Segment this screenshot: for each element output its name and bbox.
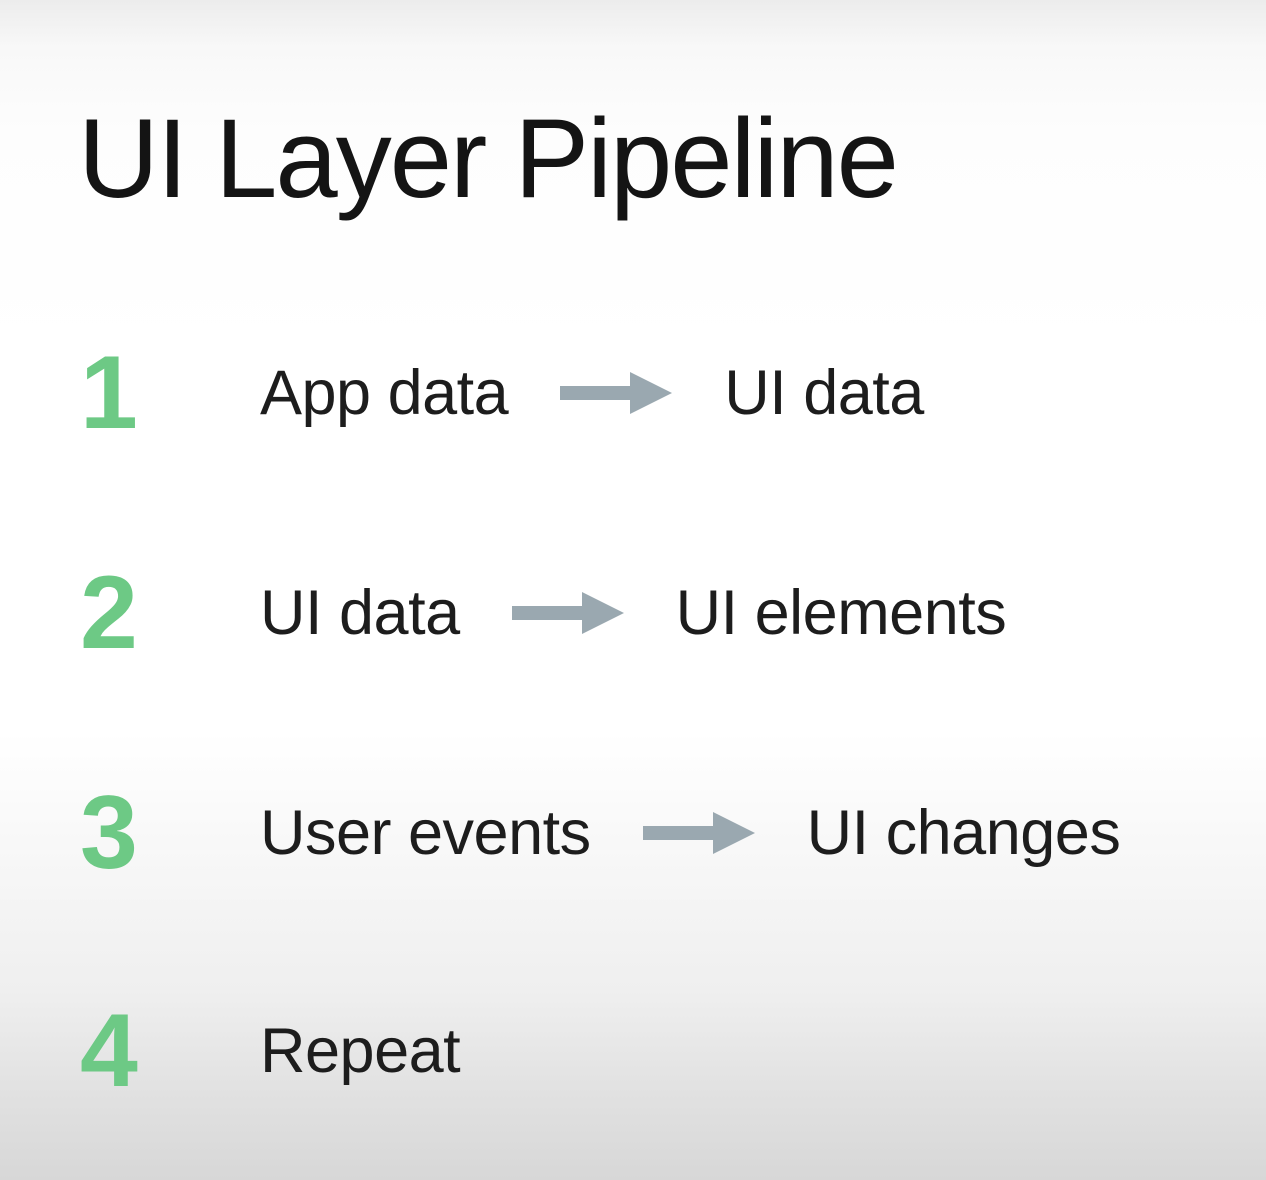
pipeline-step-2: 2 UI data UI elements: [80, 550, 1266, 676]
step-source-label: UI data: [260, 578, 460, 648]
step-number: 4: [80, 993, 138, 1109]
page-title: UI Layer Pipeline: [78, 96, 899, 222]
step-target-label: UI elements: [675, 578, 1007, 648]
step-number: 3: [80, 775, 138, 891]
right-arrow-icon: [642, 812, 755, 854]
step-source-label: User events: [260, 798, 591, 868]
step-source-label: Repeat: [260, 1016, 461, 1086]
step-source-label: App data: [260, 358, 509, 428]
step-target-label: UI data: [724, 358, 924, 428]
right-arrow-icon: [511, 592, 624, 634]
step-target-label: UI changes: [806, 798, 1121, 868]
pipeline-step-4: 4 Repeat: [80, 988, 1266, 1114]
right-arrow-icon: [560, 372, 673, 414]
step-number: 1: [80, 335, 138, 451]
pipeline-step-3: 3 User events UI changes: [80, 770, 1266, 896]
pipeline-step-1: 1 App data UI data: [80, 330, 1266, 456]
step-number: 2: [80, 555, 138, 671]
